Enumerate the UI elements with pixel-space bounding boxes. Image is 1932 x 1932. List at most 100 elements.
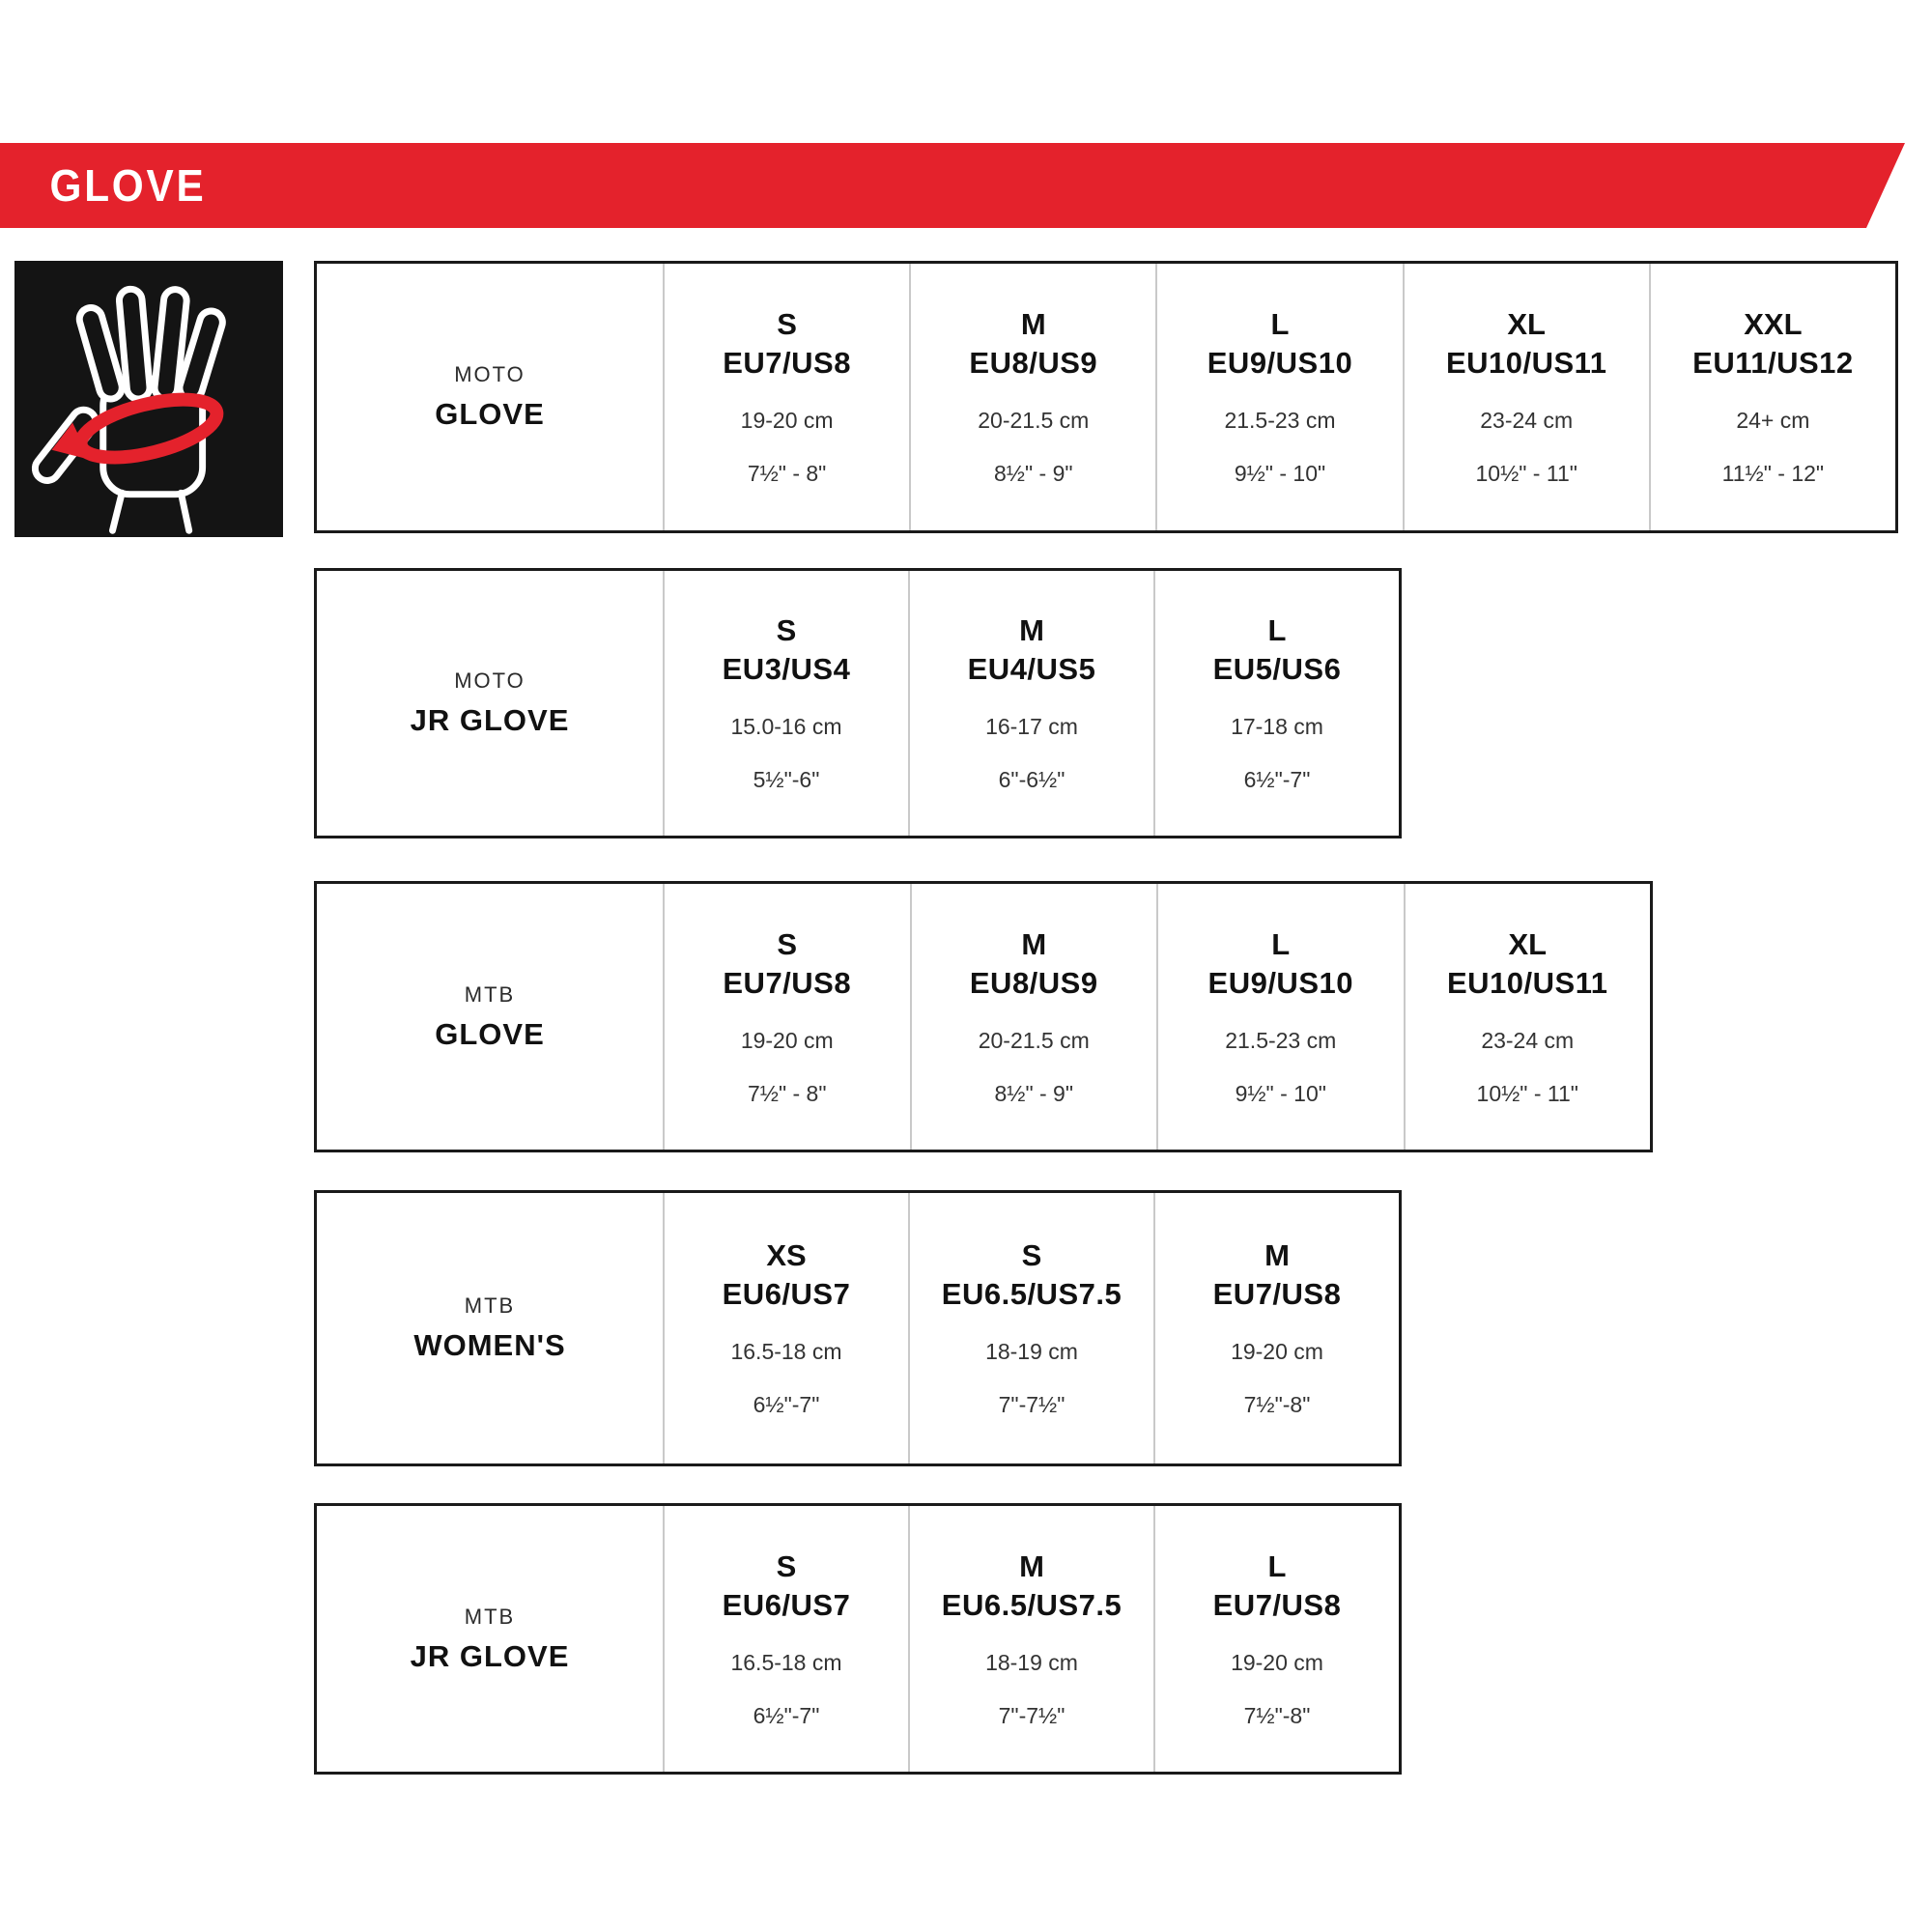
size-cell: L EU9/US10 21.5-23 cm 9½" - 10" xyxy=(1155,264,1402,530)
size-cell: L EU9/US10 21.5-23 cm 9½" - 10" xyxy=(1156,884,1404,1150)
eu-us-label: EU7/US8 xyxy=(1212,1587,1342,1622)
cm-range: 16-17 cm xyxy=(985,714,1078,739)
size-cell: S EU7/US8 19-20 cm 7½" - 8" xyxy=(663,884,910,1150)
inch-range: 9½" - 10" xyxy=(1235,1080,1326,1106)
eu-us-label: EU7/US8 xyxy=(723,965,852,1000)
size-table-mtb-womens: MTB WOMEN'S XS EU6/US7 16.5-18 cm 6½"-7"… xyxy=(314,1190,1402,1466)
cm-range: 17-18 cm xyxy=(1231,714,1323,739)
cm-range: 18-19 cm xyxy=(985,1339,1078,1364)
size-label: S xyxy=(777,926,798,961)
size-label: S xyxy=(776,613,797,647)
size-label: L xyxy=(1271,926,1291,961)
cm-range: 24+ cm xyxy=(1736,408,1810,433)
cm-range: 19-20 cm xyxy=(1231,1649,1323,1675)
eu-us-label: EU11/US12 xyxy=(1692,346,1854,380)
size-cell: S EU7/US8 19-20 cm 7½" - 8" xyxy=(663,264,909,530)
eu-us-label: EU10/US11 xyxy=(1445,346,1607,380)
category-label: MTB xyxy=(464,1604,516,1629)
cm-range: 19-20 cm xyxy=(740,408,834,433)
eu-us-label: EU10/US11 xyxy=(1447,965,1608,1000)
inch-range: 9½" - 10" xyxy=(1234,461,1326,486)
eu-us-label: EU6/US7 xyxy=(722,1277,851,1311)
size-label: M xyxy=(1021,926,1047,961)
page-title: GLOVE xyxy=(49,160,207,211)
size-cell: M EU8/US9 20-21.5 cm 8½" - 9" xyxy=(909,884,1157,1150)
inch-range: 7"-7½" xyxy=(998,1702,1065,1728)
cm-range: 18-19 cm xyxy=(985,1649,1078,1675)
table-label-cell: MTB JR GLOVE xyxy=(317,1506,663,1772)
size-cell: L EU7/US8 19-20 cm 7½"-8" xyxy=(1153,1506,1399,1772)
size-table-mtb-jr-glove: MTB JR GLOVE S EU6/US7 16.5-18 cm 6½"-7"… xyxy=(314,1503,1402,1775)
size-label: M xyxy=(1020,307,1046,341)
inch-range: 6½"-7" xyxy=(753,1702,820,1728)
cm-range: 23-24 cm xyxy=(1480,408,1574,433)
table-label-cell: MOTO JR GLOVE xyxy=(317,571,663,836)
size-label: M xyxy=(1019,613,1044,647)
glove-banner: GLOVE xyxy=(0,143,1905,228)
size-label: XL xyxy=(1508,926,1548,961)
cm-range: 20-21.5 cm xyxy=(978,408,1090,433)
table-name-label: JR GLOVE xyxy=(410,1638,570,1673)
size-label: M xyxy=(1019,1548,1044,1583)
eu-us-label: EU6/US7 xyxy=(722,1587,851,1622)
inch-range: 8½" - 9" xyxy=(994,461,1073,486)
eu-us-label: EU6.5/US7.5 xyxy=(941,1587,1122,1622)
size-table-moto-jr-glove: MOTO JR GLOVE S EU3/US4 15.0-16 cm 5½"-6… xyxy=(314,568,1402,838)
inch-range: 10½" - 11" xyxy=(1476,1080,1578,1106)
cm-range: 15.0-16 cm xyxy=(730,714,842,739)
eu-us-label: EU3/US4 xyxy=(722,652,851,686)
table-name-label: GLOVE xyxy=(435,1016,545,1051)
hand-measurement-logo xyxy=(14,261,283,537)
eu-us-label: EU7/US8 xyxy=(1212,1277,1342,1311)
size-label: L xyxy=(1267,613,1287,647)
table-label-cell: MTB WOMEN'S xyxy=(317,1193,663,1463)
size-cell: M EU7/US8 19-20 cm 7½"-8" xyxy=(1153,1193,1399,1463)
size-cell: M EU4/US5 16-17 cm 6"-6½" xyxy=(908,571,1153,836)
inch-range: 8½" - 9" xyxy=(994,1080,1074,1106)
size-label: S xyxy=(1021,1238,1042,1272)
size-cell: XXL EU11/US12 24+ cm 11½" - 12" xyxy=(1648,264,1895,530)
size-cell: S EU6.5/US7.5 18-19 cm 7"-7½" xyxy=(908,1193,1153,1463)
inch-range: 7"-7½" xyxy=(998,1392,1065,1417)
inch-range: 6½"-7" xyxy=(753,1392,820,1417)
category-label: MTB xyxy=(464,981,516,1007)
size-label: L xyxy=(1270,307,1290,341)
size-cell: M EU8/US9 20-21.5 cm 8½" - 9" xyxy=(909,264,1155,530)
size-cell: S EU6/US7 16.5-18 cm 6½"-7" xyxy=(663,1506,908,1772)
eu-us-label: EU9/US10 xyxy=(1208,965,1353,1000)
size-label: XXL xyxy=(1744,307,1803,341)
eu-us-label: EU7/US8 xyxy=(723,346,851,380)
inch-range: 11½" - 12" xyxy=(1721,461,1825,486)
table-label-cell: MOTO GLOVE xyxy=(317,264,663,530)
eu-us-label: EU8/US9 xyxy=(969,346,1098,380)
inch-range: 5½"-6" xyxy=(753,767,820,792)
cm-range: 16.5-18 cm xyxy=(730,1649,842,1675)
size-table-mtb-glove: MTB GLOVE S EU7/US8 19-20 cm 7½" - 8" M … xyxy=(314,881,1653,1152)
inch-range: 7½"-8" xyxy=(1243,1392,1311,1417)
eu-us-label: EU8/US9 xyxy=(969,965,1098,1000)
inch-range: 6"-6½" xyxy=(998,767,1065,792)
category-label: MOTO xyxy=(454,362,526,386)
inch-range: 10½" - 11" xyxy=(1475,461,1577,486)
eu-us-label: EU5/US6 xyxy=(1212,652,1342,686)
cm-range: 21.5-23 cm xyxy=(1225,1027,1337,1053)
size-cell: XS EU6/US7 16.5-18 cm 6½"-7" xyxy=(663,1193,908,1463)
size-label: S xyxy=(776,1548,797,1583)
size-label: XL xyxy=(1507,307,1546,341)
eu-us-label: EU6.5/US7.5 xyxy=(941,1277,1122,1311)
size-label: S xyxy=(777,307,797,341)
inch-range: 7½" - 8" xyxy=(747,461,827,486)
cm-range: 19-20 cm xyxy=(740,1027,834,1053)
table-name-label: JR GLOVE xyxy=(410,703,570,737)
size-cell: XL EU10/US11 23-24 cm 10½" - 11" xyxy=(1402,264,1649,530)
category-label: MTB xyxy=(464,1293,516,1318)
cm-range: 16.5-18 cm xyxy=(730,1339,842,1364)
category-label: MOTO xyxy=(454,668,526,693)
cm-range: 21.5-23 cm xyxy=(1224,408,1336,433)
eu-us-label: EU9/US10 xyxy=(1207,346,1353,380)
table-label-cell: MTB GLOVE xyxy=(317,884,663,1150)
hand-measurement-icon xyxy=(14,265,283,534)
size-cell: M EU6.5/US7.5 18-19 cm 7"-7½" xyxy=(908,1506,1153,1772)
size-cell: XL EU10/US11 23-24 cm 10½" - 11" xyxy=(1403,884,1651,1150)
